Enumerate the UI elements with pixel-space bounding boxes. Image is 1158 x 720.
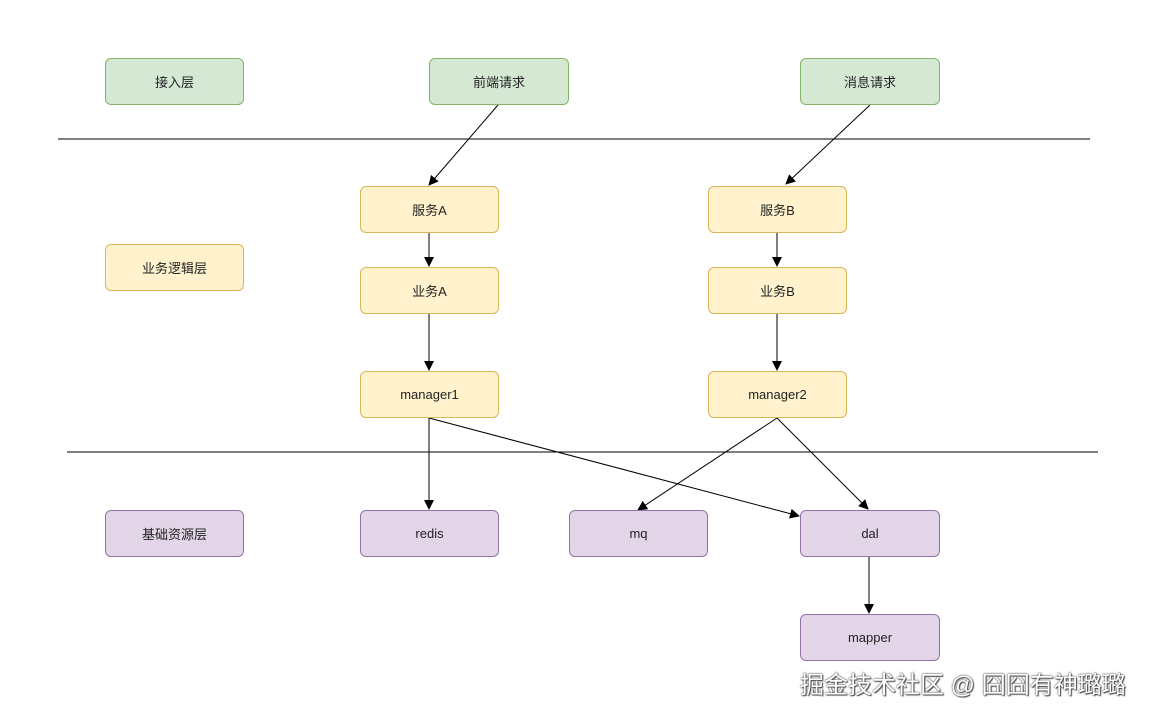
- node-frontend-request-text: 前端请求: [472, 75, 525, 90]
- edge-manager2-to-mq: [637, 417, 778, 511]
- node-mq-text: mq: [629, 526, 648, 541]
- node-dal-text: dal: [861, 526, 879, 541]
- node-manager1: manager1: [360, 371, 499, 418]
- layer-access-text: 接入层: [154, 75, 194, 90]
- node-service-a-text: 服务A: [412, 203, 447, 218]
- node-frontend-request: 前端请求: [429, 58, 569, 105]
- node-service-b-text: 服务B: [760, 203, 795, 218]
- node-manager1-text: manager1: [400, 387, 459, 402]
- node-service-b: 服务B: [708, 186, 847, 233]
- node-redis-text: redis: [415, 526, 444, 541]
- layer-logic-text: 业务逻辑层: [141, 261, 207, 276]
- node-redis: redis: [360, 510, 499, 557]
- node-mapper-text: mapper: [847, 630, 893, 645]
- edge-frontend-to-service-a: [428, 104, 499, 186]
- node-mapper: mapper: [800, 614, 940, 661]
- node-dal: dal: [800, 510, 940, 557]
- layer-base-text: 基础资源层: [141, 527, 207, 542]
- layer-access-label: 接入层: [105, 58, 244, 105]
- node-mq: mq: [569, 510, 708, 557]
- node-service-a: 服务A: [360, 186, 499, 233]
- node-business-b: 业务B: [708, 267, 847, 314]
- edge-manager2-to-dal: [776, 417, 869, 510]
- layer-logic-label: 业务逻辑层: [105, 244, 244, 291]
- node-message-request: 消息请求: [800, 58, 940, 105]
- node-manager2-text: manager2: [748, 387, 807, 402]
- layer-base-label: 基础资源层: [105, 510, 244, 557]
- node-message-request-text: 消息请求: [843, 75, 896, 90]
- node-business-a-text: 业务A: [412, 284, 447, 299]
- edge-manager1-to-dal: [428, 417, 800, 519]
- edge-message-to-service-b: [785, 104, 871, 185]
- watermark: 掘金技术社区 @ 囧囧有神璐璐: [800, 672, 1126, 699]
- node-business-a: 业务A: [360, 267, 499, 314]
- node-business-b-text: 业务B: [760, 284, 795, 299]
- node-manager2: manager2: [708, 371, 847, 418]
